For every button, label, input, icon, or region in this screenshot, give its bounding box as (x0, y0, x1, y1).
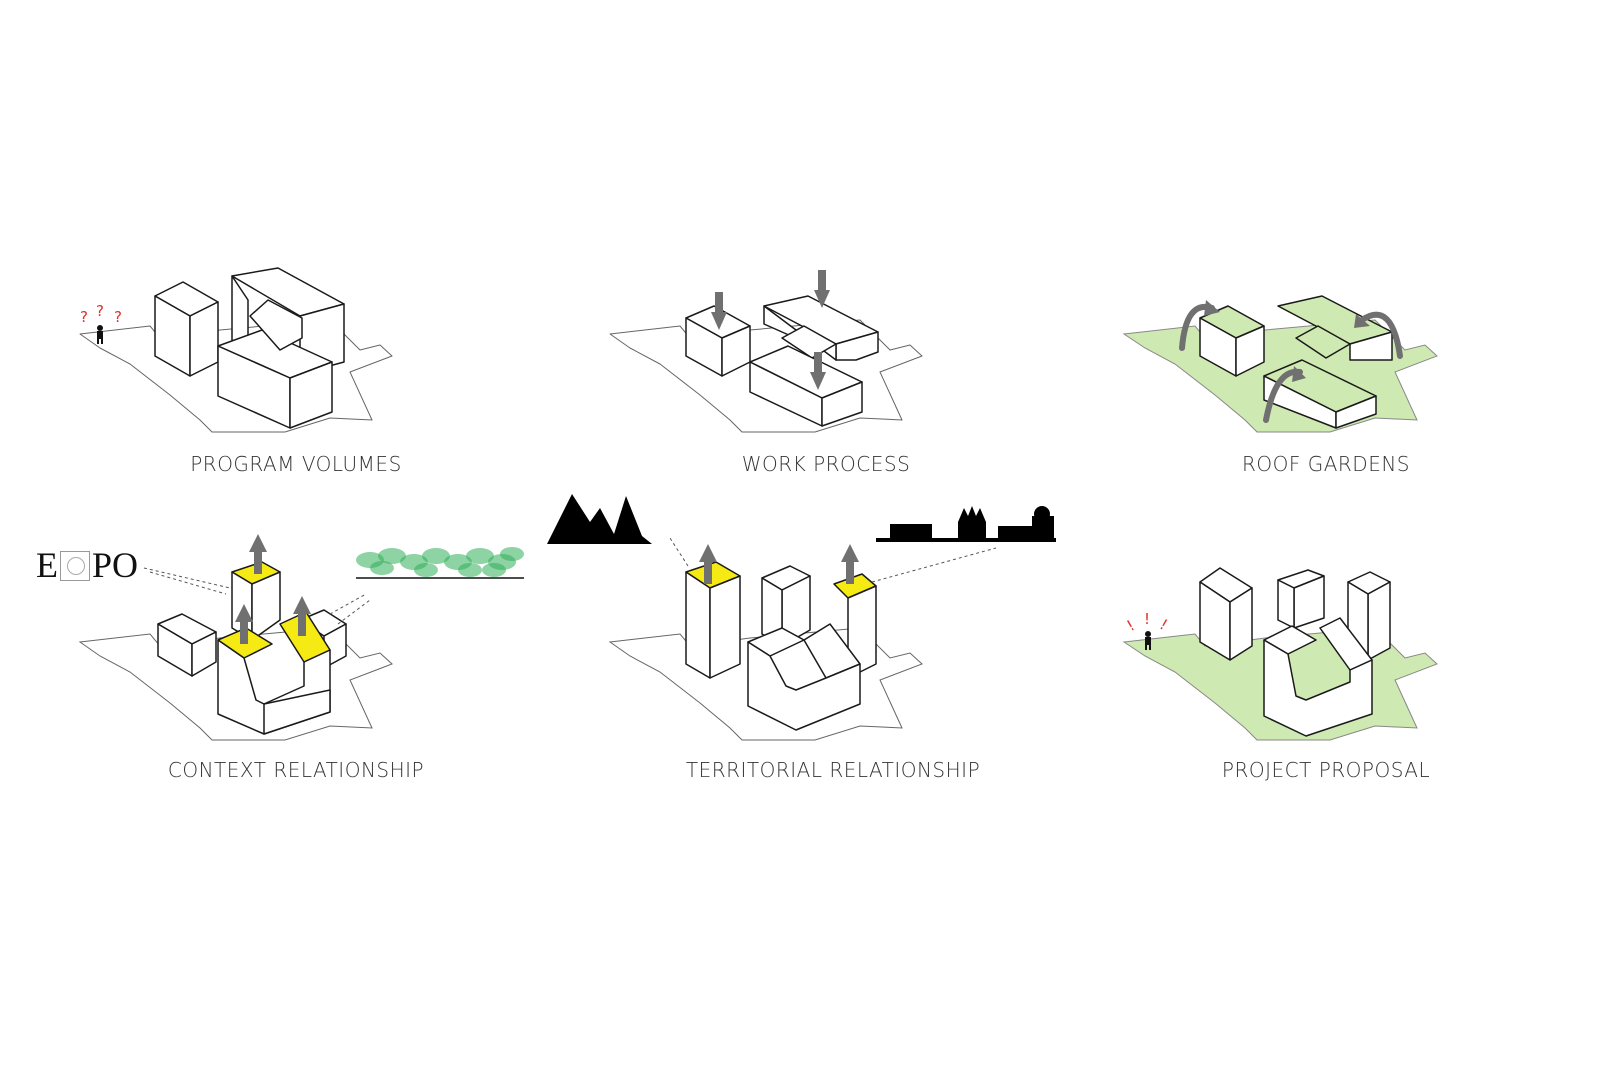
caption-project-proposal: PROJECT PROPOSAL (1221, 758, 1431, 782)
question-mark: ? (80, 308, 88, 326)
question-mark: ? (96, 302, 104, 320)
exclamation-mark: ! (1144, 610, 1150, 628)
caption-work-process: WORK PROCESS (741, 452, 911, 476)
question-mark: ? (114, 308, 122, 326)
caption-context-relationship: CONTEXT RELATIONSHIP (167, 758, 425, 782)
caption-territorial-relationship: TERRITORIAL RELATIONSHIP (685, 758, 981, 782)
exclamation-mark: ! (1157, 615, 1171, 634)
up-arrow-icon (235, 534, 311, 644)
up-arrow-icon (699, 544, 859, 584)
caption-program-volumes: PROGRAM VOLUMES (190, 452, 402, 476)
person-icon (97, 325, 103, 344)
expo-logo: E PO (36, 544, 138, 586)
exclamation-mark: ! (1124, 616, 1138, 635)
expo-logo-right: PO (92, 545, 139, 585)
down-arrow-icon (711, 270, 830, 390)
mountains-silhouette (547, 494, 652, 544)
vitruvian-man-icon (60, 551, 90, 581)
person-icon (1145, 631, 1151, 650)
caption-roof-gardens: ROOF GARDENS (1241, 452, 1411, 476)
expo-logo-left: E (36, 545, 58, 585)
tree-row-icon (356, 547, 524, 577)
city-skyline-silhouette (876, 506, 1056, 542)
